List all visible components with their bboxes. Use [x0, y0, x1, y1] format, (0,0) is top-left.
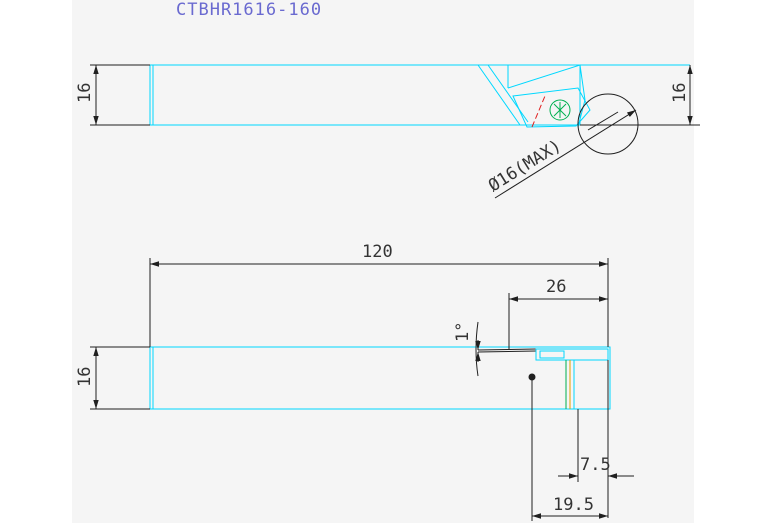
side-dim-left [90, 346, 150, 410]
side-view [149, 346, 611, 410]
insert-screw [549, 99, 571, 121]
side-dim-length-label: 120 [362, 242, 393, 262]
top-shank-outline [149, 64, 581, 126]
side-dim-left-label: 16 [75, 367, 95, 387]
max-diameter-circle [577, 93, 639, 155]
head-slope-line [477, 64, 521, 126]
side-shank-outline [149, 346, 611, 410]
top-dim-right-label: 16 [670, 83, 690, 103]
rake-line [477, 348, 537, 351]
top-dim-left-label: 16 [75, 83, 95, 103]
side-dim-length [149, 258, 609, 347]
side-dim-large-offset-label: 19.5 [553, 495, 594, 515]
side-dim-head-label: 26 [546, 277, 566, 297]
insert-centerline [531, 95, 546, 128]
side-dim-head [508, 293, 608, 349]
top-view [149, 64, 690, 199]
side-dim-angle [475, 321, 481, 377]
center-point [528, 373, 536, 381]
side-dim-angle-label: 1° [453, 322, 473, 342]
insert-outline [512, 87, 591, 128]
side-dim-small-offset [558, 360, 634, 518]
side-dim-large-offset [531, 380, 608, 521]
side-insert-outline [535, 348, 609, 361]
diameter-label: Ø16(MAX) [485, 136, 565, 196]
diameter-leader [494, 109, 637, 199]
side-dim-small-offset-label: 7.5 [580, 455, 611, 475]
drawing-title: CTBHR1616-160 [176, 0, 322, 20]
head-outline [507, 64, 586, 128]
top-dim-left [90, 64, 150, 126]
top-dim-right [580, 65, 700, 126]
